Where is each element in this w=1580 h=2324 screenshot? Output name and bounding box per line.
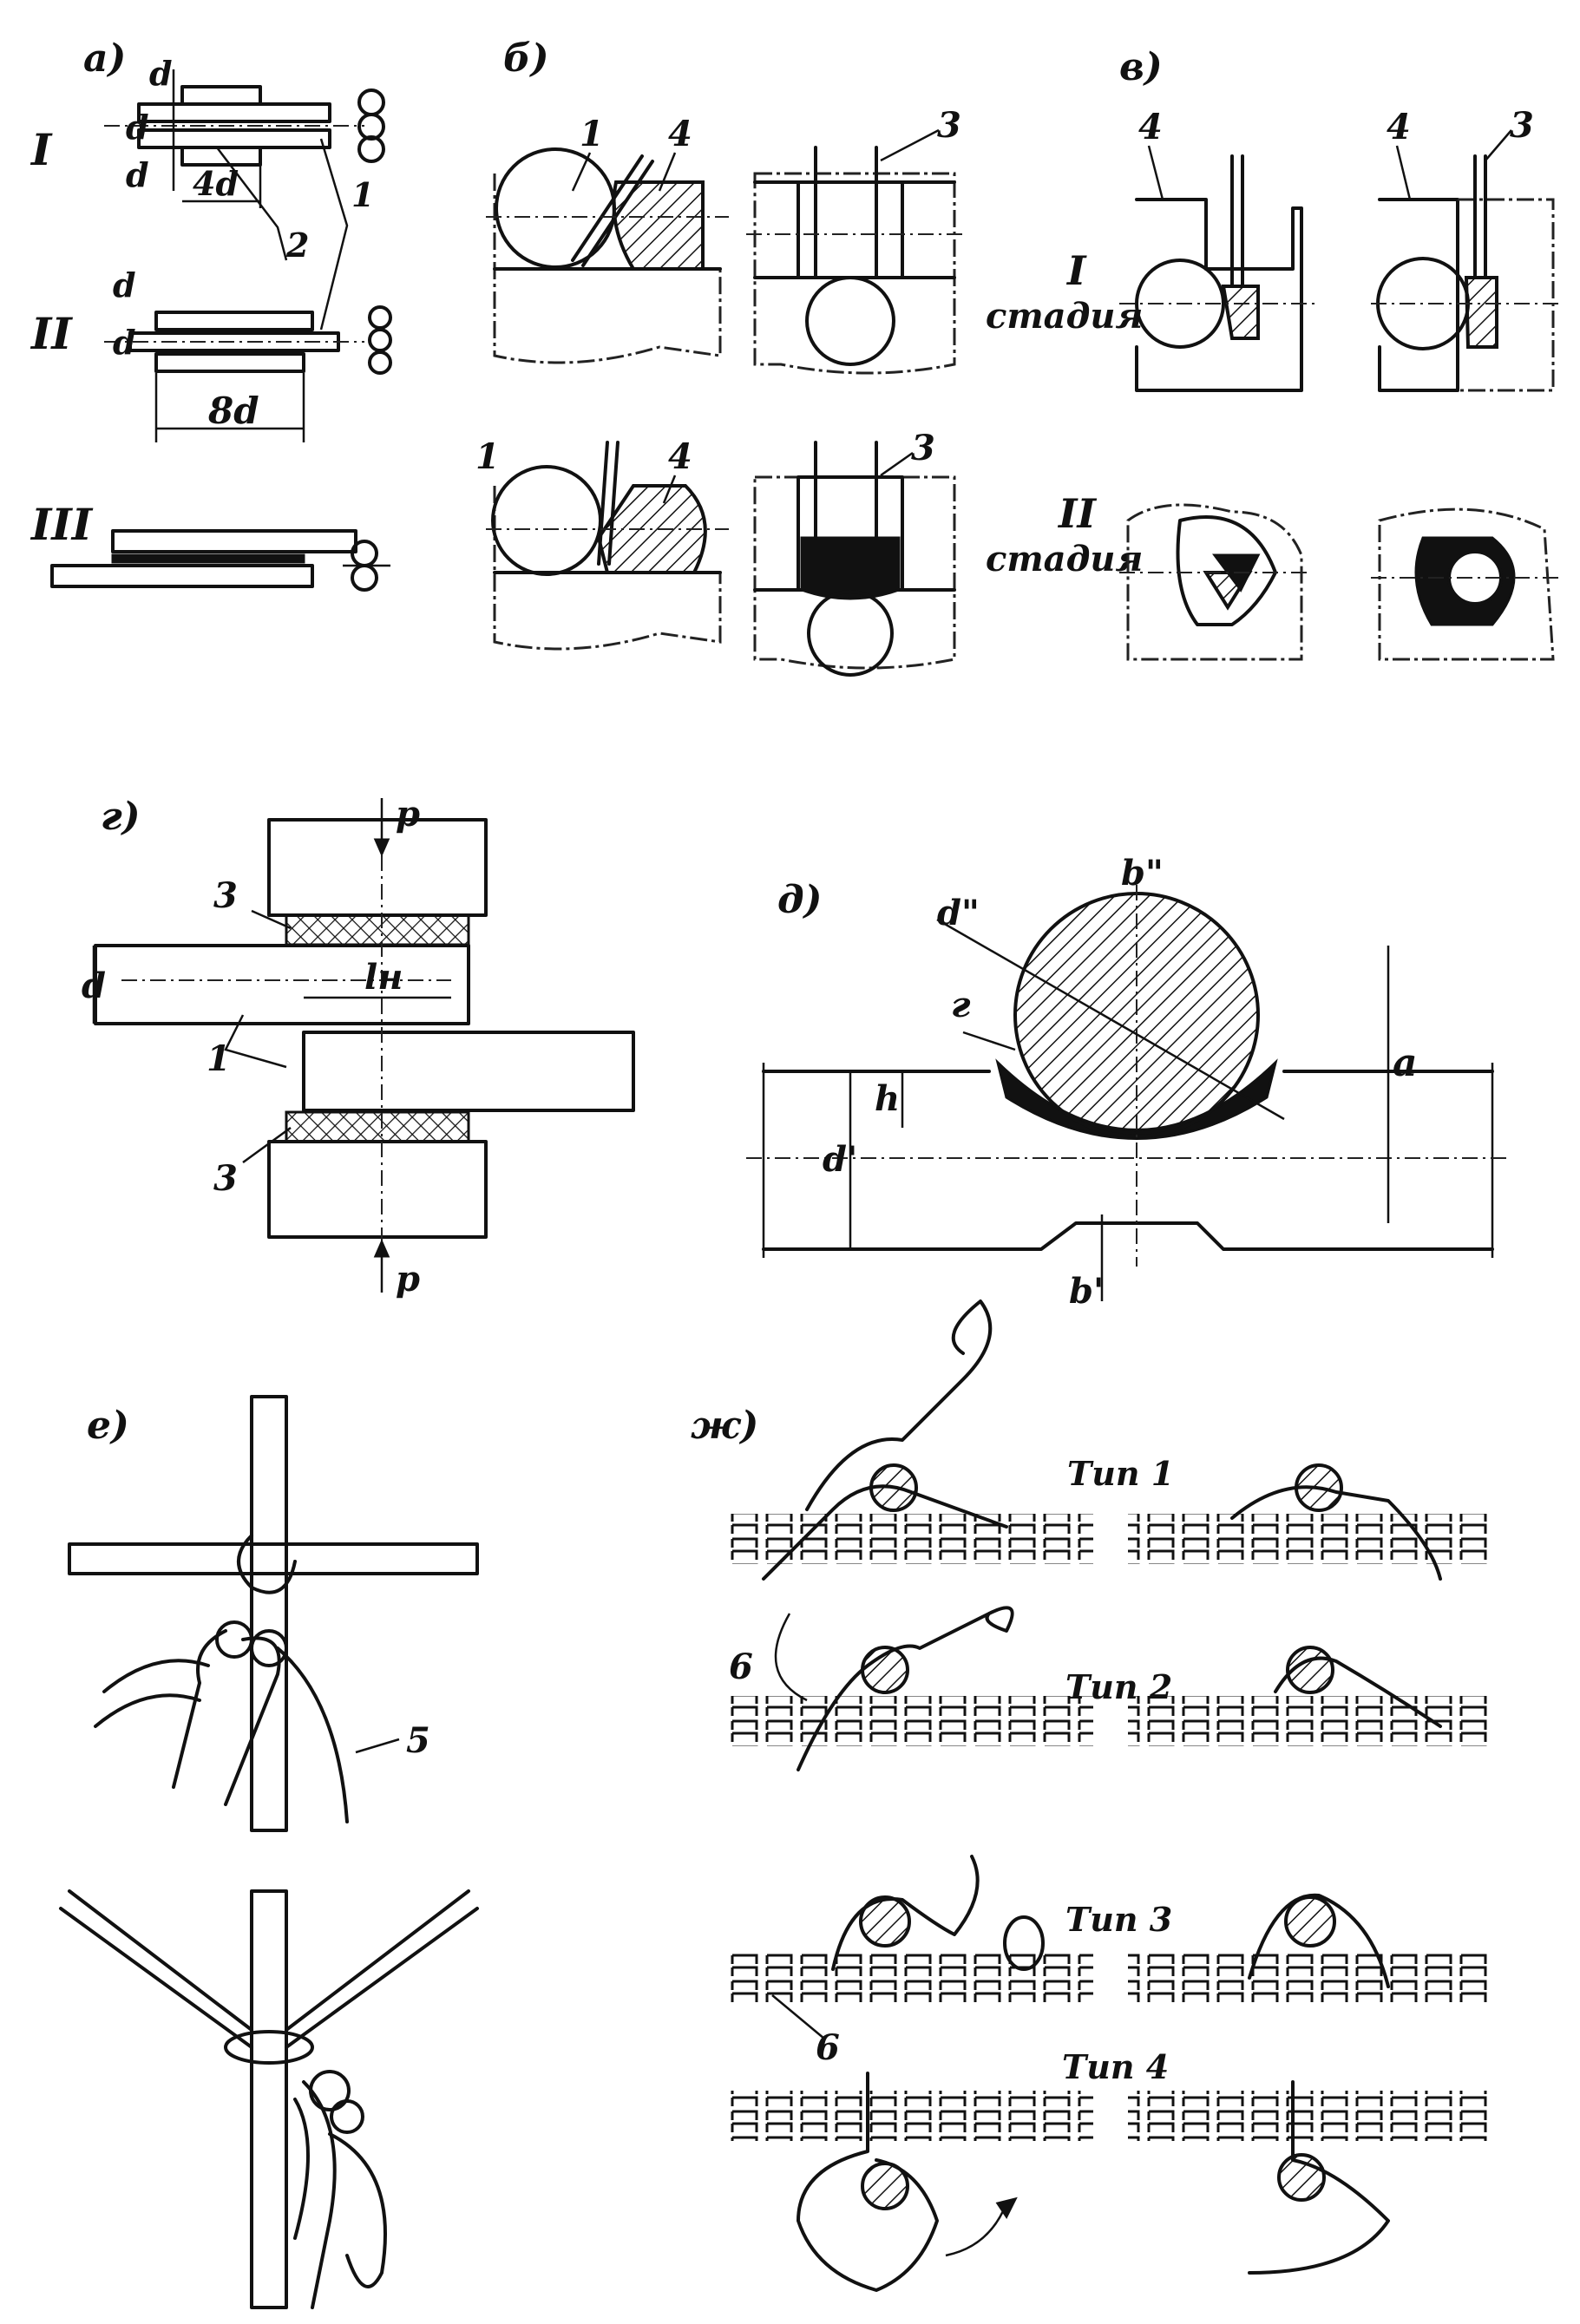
callout-e-5: 5 — [406, 1720, 430, 1761]
panel-a-row-3: III — [30, 499, 94, 550]
panel-g: г) p p 3 3 1 d lн — [82, 794, 635, 1299]
tie-type-4 — [729, 2072, 1492, 2292]
type-4-label: Тип 4 — [1062, 2047, 1169, 2086]
lap-joint-I — [104, 69, 385, 208]
tie-wire-top — [68, 1395, 479, 1832]
type-3-label: Тип 3 — [1065, 1900, 1172, 1939]
dim-d-5: d — [113, 323, 136, 362]
dim-b1: b' — [1069, 1271, 1104, 1312]
panel-b-letter: б) — [503, 36, 549, 81]
stage-2-right — [1371, 507, 1562, 661]
callout-g-3-bottom: 3 — [213, 1158, 238, 1199]
tie-type-3 — [729, 1855, 1492, 2039]
stage-2-left — [1119, 503, 1310, 661]
stage-2-word: стадия — [986, 539, 1143, 579]
tie-wire-bottom — [59, 1889, 479, 2309]
stage-1-right — [1371, 154, 1562, 392]
panel-a-letter: а) — [83, 36, 126, 81]
callout-b-3a: 3 — [937, 105, 961, 146]
callout-b-4b: 4 — [668, 436, 692, 477]
cross-weld-section — [746, 885, 1510, 1301]
callout-d-g: г — [951, 985, 971, 1025]
type-1-label: Тип 1 — [1067, 1454, 1174, 1493]
stage-1-left — [1119, 154, 1319, 392]
bath-mould-3 — [486, 441, 729, 651]
force-top: p — [396, 794, 420, 835]
panel-d-letter: д) — [777, 878, 822, 922]
callout-v-3: 3 — [1510, 105, 1534, 146]
force-bottom: p — [396, 1259, 420, 1299]
callout-b-3b: 3 — [911, 428, 935, 468]
tie-type-2 — [729, 1606, 1492, 1771]
stage-2-num: II — [1057, 490, 1098, 537]
stage-1-num: I — [1065, 247, 1087, 294]
callout-g-1: 1 — [207, 1038, 231, 1079]
dim-g-d: d — [82, 966, 106, 1006]
lap-joint-II — [104, 305, 392, 442]
callout-v-4b: 4 — [1387, 107, 1411, 147]
dim-d2: d" — [937, 893, 980, 933]
dim-a: a — [1393, 1041, 1418, 1085]
panel-e-letter: е) — [87, 1404, 129, 1448]
panel-zh-letter: ж) — [691, 1404, 758, 1448]
dim-g-ln: lн — [364, 957, 403, 998]
callout-g-3-top: 3 — [213, 875, 238, 916]
dim-4d: 4d — [193, 164, 239, 203]
panel-a: а) I II III d d d 4d 2 1 — [30, 36, 392, 592]
dim-d-4: d — [113, 265, 136, 304]
bath-mould-2 — [746, 146, 963, 375]
dim-b2: b" — [1121, 853, 1164, 894]
panel-e: е) 5 — [59, 1395, 479, 2309]
dim-d-3: d — [126, 155, 149, 194]
callout-zh-6b: 6 — [816, 2027, 840, 2068]
dim-d-1: d — [149, 54, 173, 93]
dim-d-2: d — [126, 108, 149, 147]
panel-zh: ж) Тип 1 6 Тип 2 — [691, 1299, 1492, 2292]
panel-v-letter: в) — [1119, 45, 1163, 89]
dim-8d: 8d — [207, 390, 259, 432]
panel-g-letter: г) — [101, 795, 141, 839]
callout-v-4a: 4 — [1138, 107, 1163, 147]
type-2-label: Тип 2 — [1065, 1667, 1172, 1706]
tie-type-1 — [729, 1299, 1492, 1702]
callout-b-4a: 4 — [668, 114, 692, 154]
panel-d: д) d" b" a h d' b' г — [746, 853, 1510, 1312]
panel-a-row-1: I — [30, 124, 53, 175]
bath-mould-4 — [753, 441, 956, 677]
stage-1-word: стадия — [986, 296, 1143, 337]
dim-h: h — [875, 1078, 900, 1119]
panel-v: в) 4 4 3 I стадия II стадия — [986, 45, 1562, 661]
callout-b-1b: 1 — [475, 436, 500, 477]
callout-1: 1 — [351, 175, 374, 214]
bath-mould-1 — [486, 147, 729, 364]
callout-zh-6a: 6 — [729, 1646, 753, 1687]
contact-weld-press — [92, 798, 635, 1293]
callout-b-1a: 1 — [580, 114, 604, 154]
lap-joint-III — [50, 529, 390, 592]
panel-a-row-2: II — [30, 308, 73, 359]
dim-d1: d' — [823, 1139, 857, 1180]
callout-2: 2 — [285, 226, 309, 265]
panel-b: б) 1 4 3 — [475, 36, 963, 677]
